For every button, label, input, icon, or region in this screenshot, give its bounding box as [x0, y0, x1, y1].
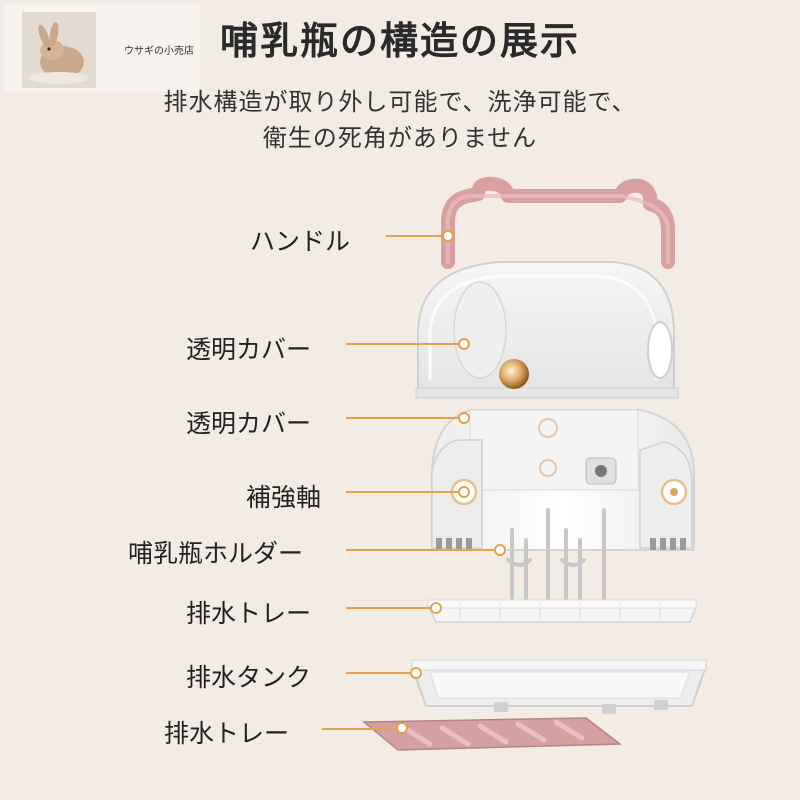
pin-drain-tray-2: [396, 722, 408, 734]
label-handle: ハンドル: [250, 227, 351, 256]
label-bottle-holder: 哺乳瓶ホルダー: [128, 539, 304, 568]
subtitle-line-2: 衛生の死角がありません: [262, 124, 538, 152]
leader-drain-tray-2: [322, 728, 400, 730]
cover-knob-icon: [499, 359, 529, 389]
shop-name: ウサギの小売店: [124, 46, 194, 57]
rabbit-image: [22, 12, 96, 88]
leader-drain-tray-1: [346, 607, 434, 609]
pin-reinforcement-axis: [458, 486, 470, 498]
pink-drain-tray-part: [361, 717, 623, 751]
leader-bottle-holder: [346, 549, 498, 551]
pin-drain-tray-1: [430, 602, 442, 614]
pin-transparent-cover-1: [458, 338, 470, 350]
bottle-holder-part: [506, 508, 606, 602]
page-title: 哺乳瓶の構造の展示: [219, 19, 580, 63]
pin-bottle-holder: [494, 544, 506, 556]
drain-tray-part: [426, 599, 698, 623]
leader-drain-tank: [346, 672, 416, 674]
label-drain-tray-1: 排水トレー: [186, 599, 312, 628]
leader-transparent-cover-1: [346, 343, 462, 345]
page-subtitle: 排水構造が取り外し可能で、洗浄可能で、 衛生の死角がありません: [0, 84, 800, 156]
subtitle-line-1: 排水構造が取り外し可能で、洗浄可能で、: [163, 88, 637, 116]
leader-handle: [386, 235, 448, 237]
drain-tank-part: [410, 659, 708, 714]
leader-reinforcement-axis: [346, 491, 460, 493]
label-transparent-cover-2: 透明カバー: [186, 409, 312, 438]
shop-badge: ウサギの小売店: [4, 4, 200, 92]
label-drain-tray-2: 排水トレー: [164, 719, 290, 748]
label-transparent-cover-1: 透明カバー: [186, 335, 312, 364]
pin-drain-tank: [410, 667, 422, 679]
rabbit-icon: [22, 12, 96, 88]
pin-transparent-cover-2: [458, 412, 470, 424]
transparent-cover-top: [415, 261, 679, 399]
pin-handle: [442, 230, 454, 242]
leader-transparent-cover-2: [346, 417, 462, 419]
label-reinforcement-axis: 補強軸: [246, 483, 322, 512]
label-drain-tank: 排水タンク: [186, 663, 312, 692]
handle-part: [441, 176, 675, 269]
main-body-part: [431, 409, 695, 551]
